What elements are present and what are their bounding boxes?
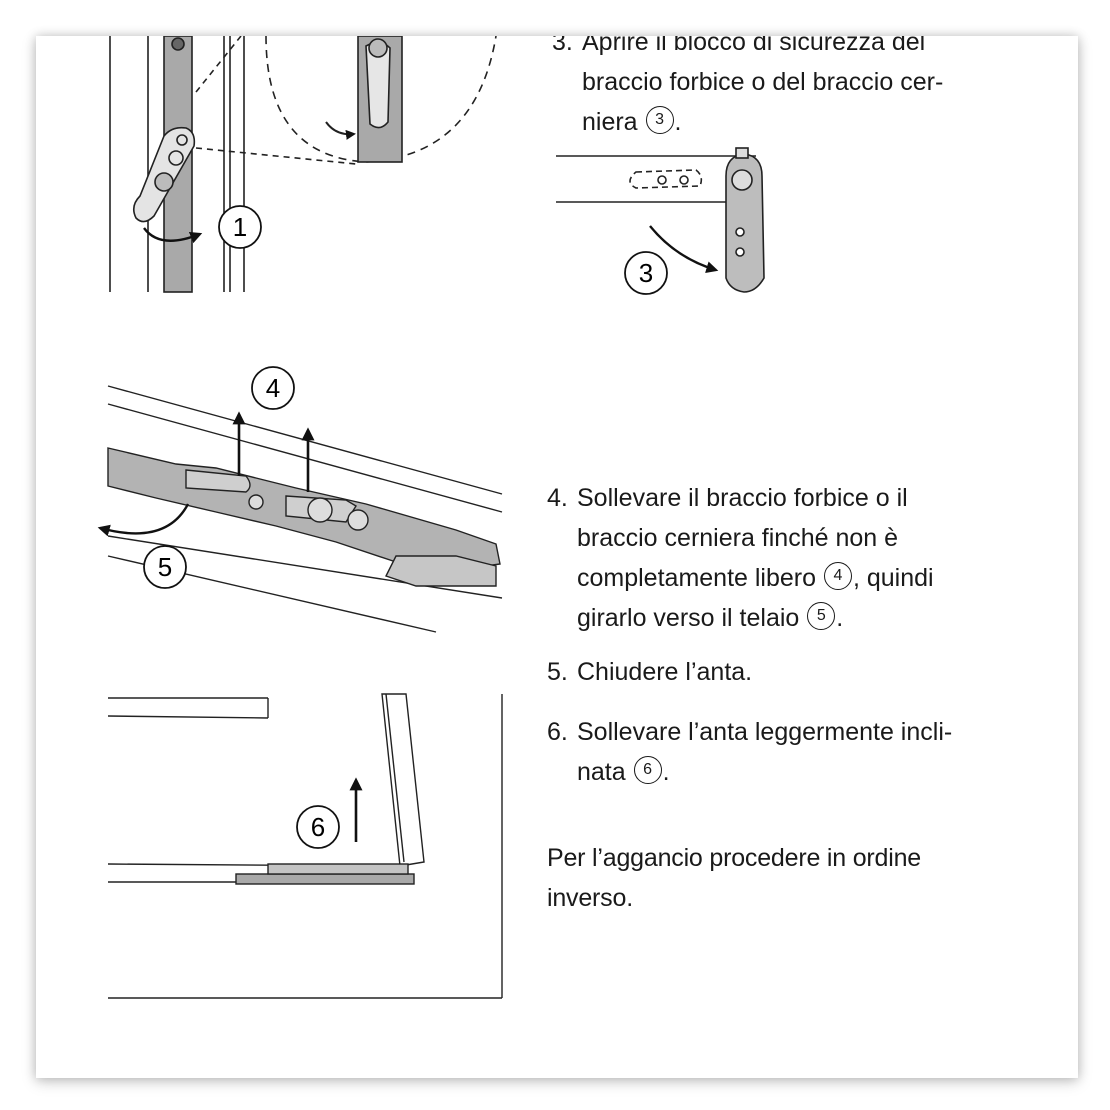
step-4-number: 4.: [547, 484, 568, 512]
step-3-line-3-text: niera: [582, 108, 638, 136]
step-3-line-3: niera 3.: [582, 102, 943, 142]
figure-label-6-text: 6: [311, 812, 325, 842]
step-4-line-2: braccio cerniera finché non è: [577, 524, 899, 552]
step-4-line-3b: , quindi: [852, 564, 934, 592]
figure-label-6: [296, 805, 340, 849]
figure-label-4: [251, 366, 295, 410]
figure-6-sash-lift: [107, 693, 503, 999]
step-6: 6. Sollevare l’anta leggermente incli- n…: [547, 712, 952, 792]
step-4-line-1: Sollevare il braccio forbice o il: [577, 484, 908, 512]
figure-label-4-text: 4: [266, 373, 280, 403]
step-3: 3. Aprire il blocco di sicurezza del bra…: [552, 36, 943, 142]
step-3-ref: 3: [645, 106, 674, 134]
figure-label-1-text: 1: [233, 212, 247, 242]
step-3-line-1: Aprire il blocco di sicurezza del: [582, 36, 926, 56]
step-4: 4. Sollevare il braccio forbice o il bra…: [547, 478, 934, 638]
step-6-ref: 6: [633, 756, 662, 784]
illustrations: 1 3: [97, 36, 765, 999]
closing-line-2: inverso.: [547, 884, 633, 912]
step-3-end: .: [674, 108, 682, 136]
closing-line-1: Per l’aggancio procedere in ordine: [547, 844, 921, 872]
step-5: 5. Chiudere l’anta.: [547, 652, 752, 692]
figure-1-frame-lock: [109, 36, 497, 293]
step-6-end: .: [662, 758, 670, 786]
step-4-line-3a: completamente libero: [577, 564, 817, 592]
step-4-line-3: completamente libero 4, quindi: [577, 558, 934, 598]
step-3-line-2: braccio forbice o del braccio cer-: [582, 68, 944, 96]
closing-note: Per l’aggancio procedere in ordine inver…: [547, 838, 921, 918]
figure-label-3: [624, 251, 668, 295]
step-4-ref-b: 5: [807, 602, 836, 630]
step-6-line-1: Sollevare l’anta leggermente incli-: [577, 718, 953, 746]
manual-page: 1 3: [36, 36, 1078, 1078]
figure-label-1: [218, 205, 262, 249]
step-6-line-2: nata 6.: [577, 752, 952, 792]
figure-3-scissor-lock: [556, 147, 765, 293]
figure-label-3-text: 3: [639, 258, 653, 288]
step-4-line-4: girarlo verso il telaio 5.: [577, 598, 934, 638]
step-6-number: 6.: [547, 718, 568, 746]
figure-label-5: [143, 545, 187, 589]
step-4-ref-a: 4: [823, 562, 852, 590]
figure-4-5-hinge-arm: [97, 385, 503, 633]
step-6-line-2-text: nata: [577, 758, 626, 786]
step-4-line-4-text: girarlo verso il telaio: [577, 604, 800, 632]
step-4-end: .: [836, 604, 844, 632]
step-5-line-1: Chiudere l’anta.: [577, 658, 753, 686]
step-3-number: 3.: [552, 36, 573, 56]
figure-label-5-text: 5: [158, 552, 172, 582]
step-5-number: 5.: [547, 658, 568, 686]
